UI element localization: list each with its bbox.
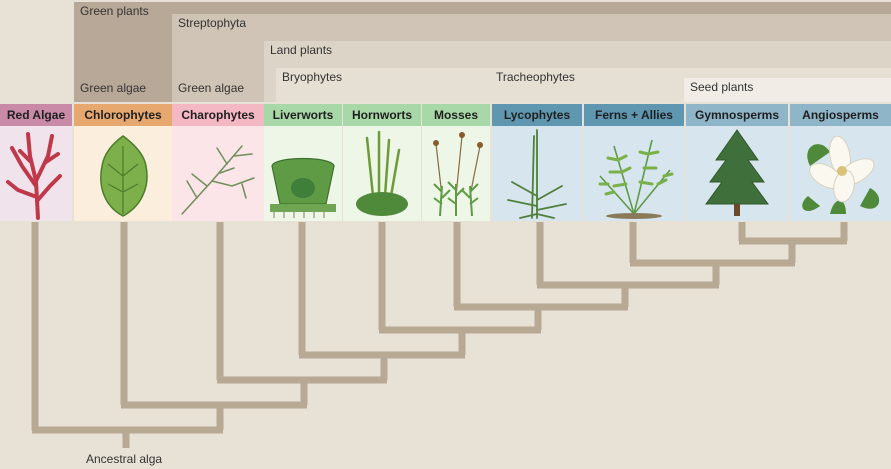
ferns-illustration bbox=[584, 126, 684, 221]
root-label: Ancestral alga bbox=[86, 452, 163, 466]
lycophytes-illustration bbox=[492, 126, 582, 221]
group-bryophytes-label: Bryophytes bbox=[282, 70, 343, 84]
group-green-algae-label-2: Green algae bbox=[178, 81, 245, 95]
gymnosperms-illustration bbox=[686, 126, 788, 221]
angiosperms-illustration bbox=[790, 126, 891, 221]
charophytes-illustration bbox=[172, 126, 264, 221]
taxon-label-charophytes: Charophytes bbox=[172, 104, 264, 126]
taxon-label-red-algae: Red Algae bbox=[0, 104, 72, 126]
group-green-algae-label-1: Green algae bbox=[80, 81, 147, 95]
group-streptophyta-label: Streptophyta bbox=[178, 16, 247, 30]
liverworts-illustration bbox=[264, 126, 342, 221]
group-seed-plants-label: Seed plants bbox=[690, 80, 754, 94]
taxon-label-liverworts: Liverworts bbox=[264, 104, 342, 126]
chlorophytes-illustration bbox=[74, 126, 172, 221]
taxon-label-mosses: Mosses bbox=[422, 104, 490, 126]
taxon-label-lycophytes: Lycophytes bbox=[492, 104, 582, 126]
group-green-plants-label: Green plants bbox=[80, 4, 149, 18]
taxon-label-gymnosperms: Gymnosperms bbox=[686, 104, 788, 126]
group-tracheophytes-label: Tracheophytes bbox=[496, 70, 575, 84]
group-seed-plants: Seed plants bbox=[684, 78, 891, 102]
red-algae-illustration bbox=[0, 126, 72, 221]
group-land-plants-label: Land plants bbox=[270, 43, 333, 57]
taxon-label-hornworts: Hornworts bbox=[343, 104, 421, 126]
taxon-label-ferns-allies: Ferns + Allies bbox=[584, 104, 684, 126]
hornworts-illustration bbox=[343, 126, 421, 221]
mosses-illustration bbox=[422, 126, 490, 221]
taxon-label-chlorophytes: Chlorophytes bbox=[74, 104, 172, 126]
taxon-label-angiosperms: Angiosperms bbox=[790, 104, 891, 126]
group-bryophytes: Bryophytes bbox=[276, 68, 490, 102]
